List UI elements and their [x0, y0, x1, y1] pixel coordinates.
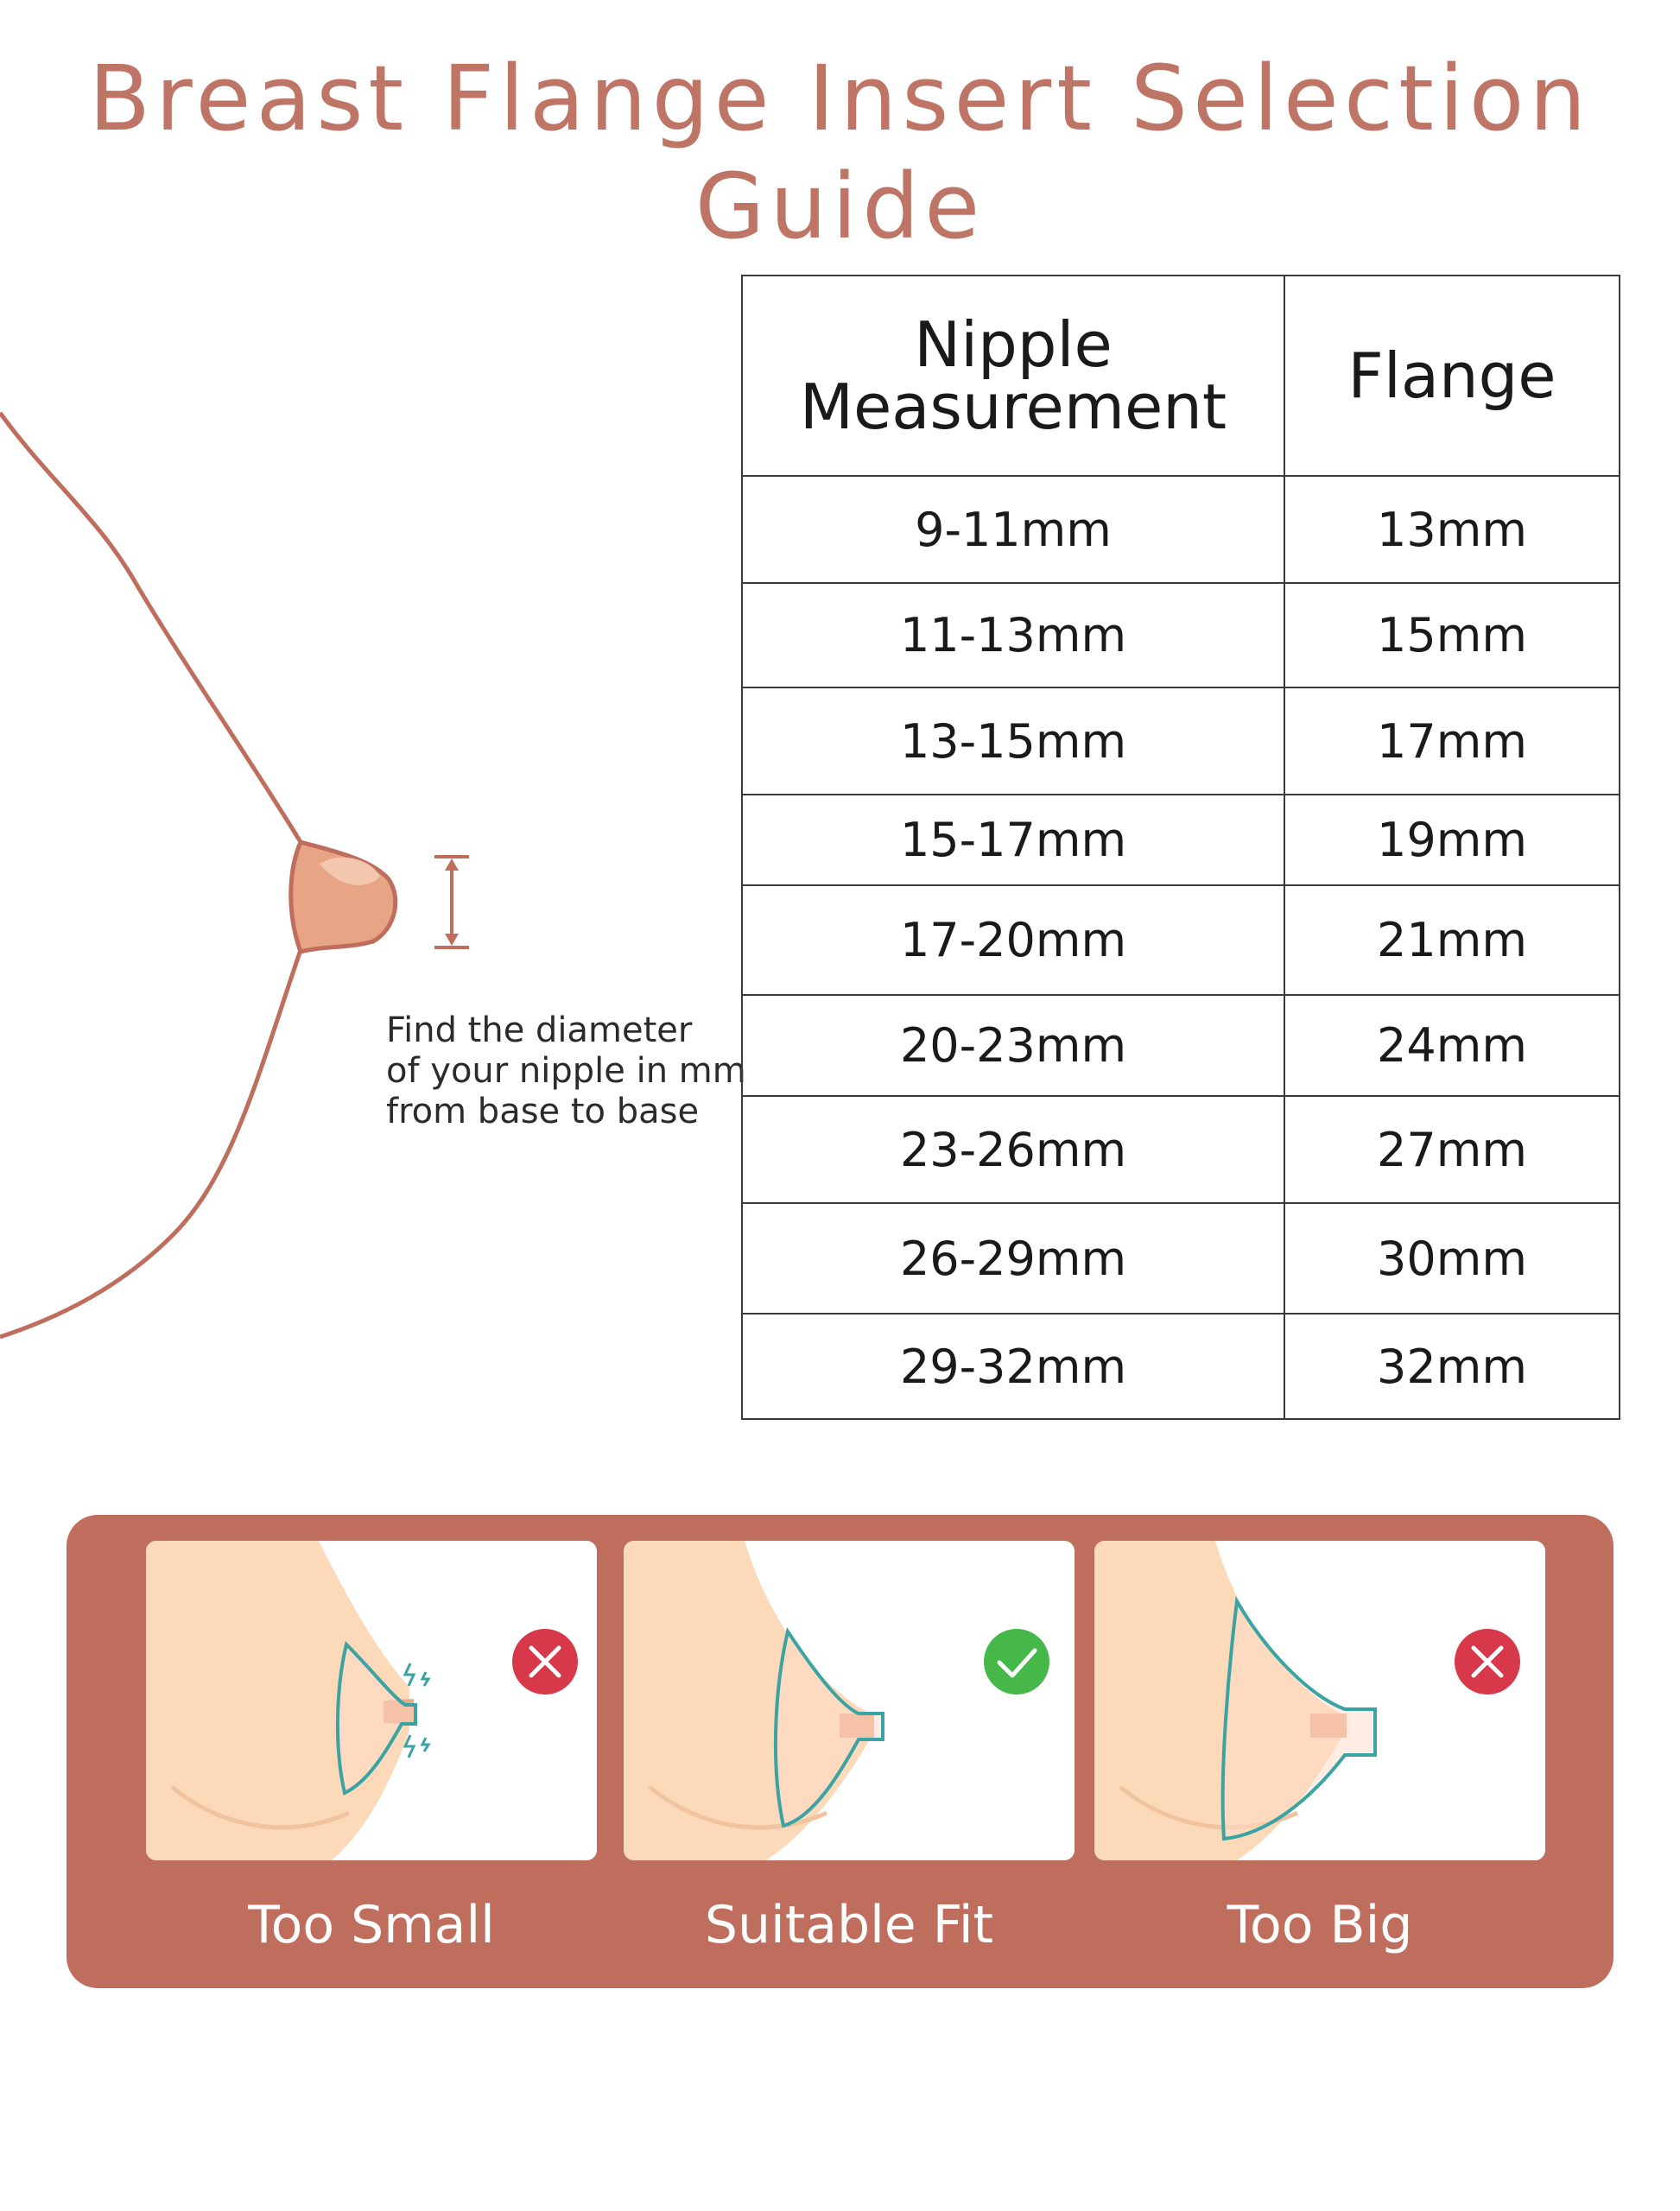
- fit-label-too-big: Too Big: [1227, 1895, 1413, 1955]
- table-row: 20-23mm 24mm: [741, 994, 1620, 1097]
- flange-cell: 27mm: [1284, 1095, 1620, 1204]
- measurement-cell: 13-15mm: [741, 687, 1285, 795]
- header-flange: Flange: [1284, 275, 1620, 477]
- instruction-line: of your nipple in mm: [386, 1051, 746, 1091]
- table-row: 13-15mm 17mm: [741, 687, 1620, 795]
- page-title: Breast Flange Insert Selection Guide: [88, 46, 1592, 259]
- too-big-illustration: [1094, 1541, 1520, 1860]
- x-mark-icon: [512, 1629, 578, 1695]
- x-mark-icon: [1455, 1629, 1520, 1695]
- flange-outline: [335, 1641, 417, 1796]
- flange-cell: 15mm: [1284, 582, 1620, 688]
- flange-outline: [773, 1627, 884, 1828]
- table-row: 23-26mm 27mm: [741, 1095, 1620, 1204]
- table-row: 29-32mm 32mm: [741, 1313, 1620, 1420]
- measurement-cell: 26-29mm: [741, 1202, 1285, 1315]
- breast-outline: [0, 411, 303, 844]
- measurement-instructions: Find the diameter of your nipple in mm f…: [386, 1010, 746, 1132]
- flange-cell: 32mm: [1284, 1313, 1620, 1420]
- measurement-cell: 9-11mm: [741, 475, 1285, 584]
- table-row: 15-17mm 19mm: [741, 794, 1620, 886]
- nipple-highlight: [320, 857, 380, 885]
- pain-spark-icon: [403, 1663, 431, 1758]
- flange-cell: 30mm: [1284, 1202, 1620, 1315]
- fit-card-too-big: [1094, 1541, 1545, 1860]
- flange-cell: 17mm: [1284, 687, 1620, 795]
- flange-cell: 21mm: [1284, 884, 1620, 996]
- measurement-cell: 20-23mm: [741, 994, 1285, 1097]
- table-header-row: Nipple Measurement Flange: [741, 275, 1620, 477]
- fit-label-suitable: Suitable Fit: [704, 1895, 994, 1955]
- check-mark-icon: [984, 1629, 1049, 1695]
- too-small-illustration: [146, 1541, 578, 1860]
- table-row: 17-20mm 21mm: [741, 884, 1620, 996]
- measurement-cell: 15-17mm: [741, 794, 1285, 886]
- size-guide-table: Nipple Measurement Flange 9-11mm 13mm 11…: [741, 275, 1620, 1420]
- fit-label-too-small: Too Small: [248, 1895, 495, 1955]
- flange-outline: [1220, 1595, 1377, 1841]
- flange-cell: 19mm: [1284, 794, 1620, 886]
- suitable-fit-illustration: [624, 1541, 1049, 1860]
- measurement-arrow-icon: [434, 855, 469, 949]
- instruction-line: from base to base: [386, 1092, 700, 1131]
- table-row: 26-29mm 30mm: [741, 1202, 1620, 1315]
- flange-cell: 24mm: [1284, 994, 1620, 1097]
- flange-cell: 13mm: [1284, 475, 1620, 584]
- breast-outline-lower: [0, 949, 303, 1340]
- table-row: 9-11mm 13mm: [741, 475, 1620, 584]
- measurement-cell: 17-20mm: [741, 884, 1285, 996]
- measurement-cell: 11-13mm: [741, 582, 1285, 688]
- header-nipple-measurement: Nipple Measurement: [741, 275, 1285, 477]
- breast-diagram: [0, 411, 469, 1340]
- fit-comparison-panel: Too Small Suitable Fit Too Big: [67, 1515, 1613, 1988]
- fit-card-too-small: [146, 1541, 597, 1860]
- table-row: 11-13mm 15mm: [741, 582, 1620, 688]
- measurement-cell: 29-32mm: [741, 1313, 1285, 1420]
- measurement-cell: 23-26mm: [741, 1095, 1285, 1204]
- instruction-line: Find the diameter: [386, 1010, 693, 1050]
- fit-card-suitable: [624, 1541, 1075, 1860]
